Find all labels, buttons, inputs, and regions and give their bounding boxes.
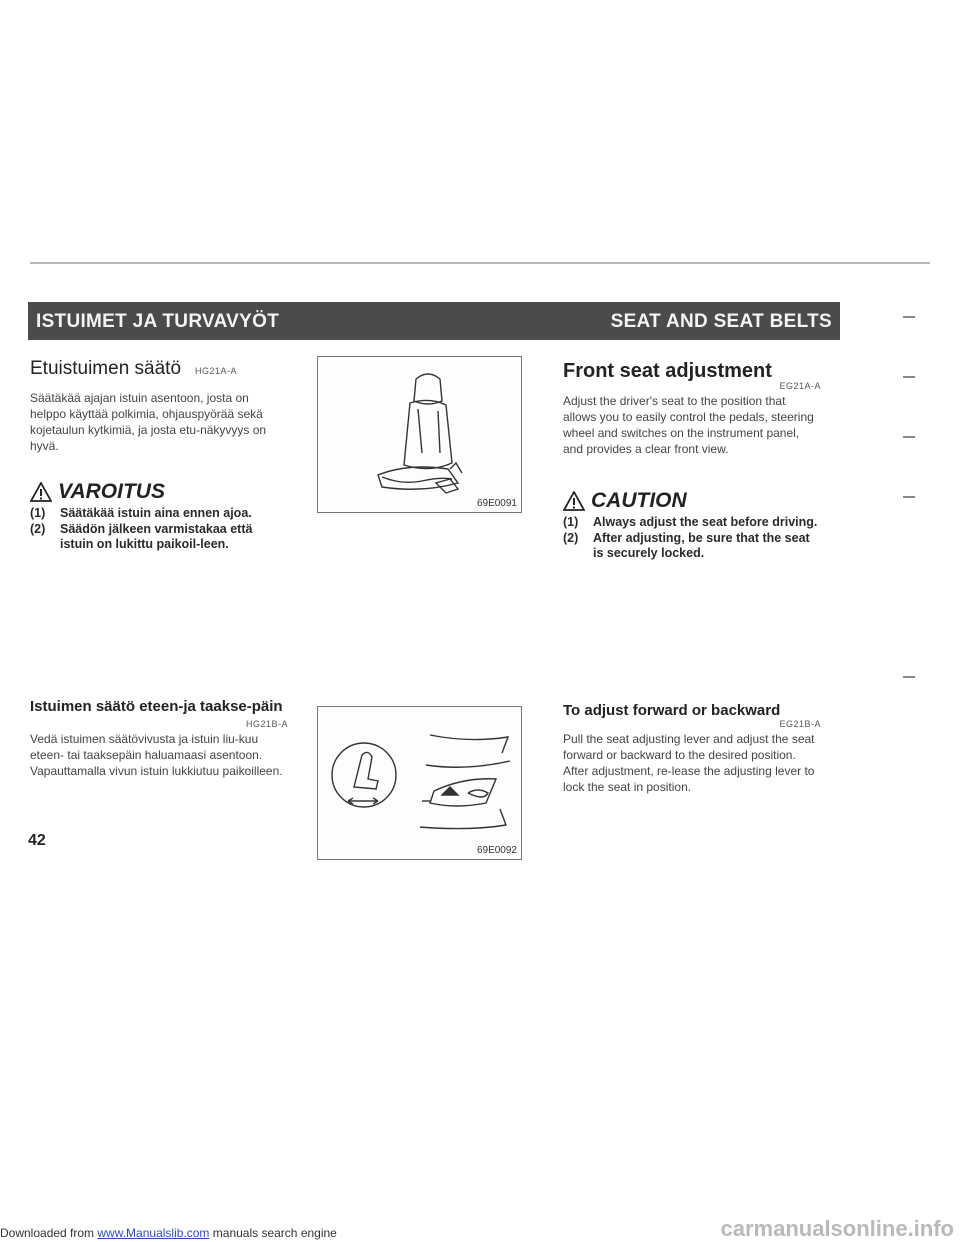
margin-mark	[903, 496, 915, 498]
en-subsection-title: To adjust forward or backward	[563, 702, 781, 719]
section-banner: ISTUIMET JA TURVAVYÖT SEAT AND SEAT BELT…	[28, 302, 840, 340]
seat-illustration-icon	[377, 373, 463, 494]
fi-subsection-code: HG21B-A	[245, 719, 288, 729]
fi-section-front-seat: Etuistuimen säätö HG21A-A Säätäkää ajaja…	[30, 358, 288, 553]
list-item: (1) Säätäkää istuin aina ennen ajoa.	[30, 506, 252, 520]
fi-section-title: Etuistuimen säätö	[30, 358, 182, 379]
fi-subsection-body: Vedä istuimen säätövivusta ja istuin liu…	[30, 732, 283, 778]
top-rule	[30, 262, 930, 264]
manualslib-link[interactable]: www.Manualslib.com	[97, 1226, 210, 1240]
en-section-title: Front seat adjustment	[563, 360, 772, 382]
banner-title-en: SEAT AND SEAT BELTS	[610, 311, 832, 332]
figure-label: 69E0091	[476, 498, 517, 509]
en-caution-title: CAUTION	[591, 489, 687, 512]
warning-triangle-icon	[30, 482, 52, 502]
en-caution-list: (1) Always adjust the seat before drivin…	[563, 515, 821, 562]
list-item: (2) After adjusting, be sure that the se…	[563, 530, 810, 561]
en-section-front-seat: Front seat adjustment EG21A-A Adjust the…	[563, 360, 821, 562]
figure-seat: 69E0091	[317, 356, 522, 513]
fi-section-code: HG21A-A	[195, 366, 238, 376]
warning-triangle-icon	[563, 491, 585, 511]
download-footer: Downloaded from www.Manualslib.com manua…	[0, 1226, 960, 1242]
page-number: 42	[28, 832, 46, 849]
en-subsection-body: Pull the seat adjusting lever and adjust…	[563, 732, 815, 794]
figure-label: 69E0092	[476, 845, 517, 856]
list-item: (1) Always adjust the seat before drivin…	[563, 515, 818, 529]
margin-mark	[903, 376, 915, 378]
margin-mark	[903, 676, 915, 678]
list-item: (2) Säädön jälkeen varmistakaa että istu…	[30, 521, 253, 552]
fi-warning-title: VAROITUS	[58, 480, 165, 503]
fi-warning-heading: VAROITUS	[30, 480, 288, 504]
fi-warning-list: (1) Säätäkää istuin aina ennen ajoa. (2)…	[30, 506, 288, 553]
seat-lever-illustration-icon	[331, 734, 511, 830]
fi-subsection-title: Istuimen säätö eteen-ja taakse-päin	[30, 698, 283, 715]
en-subsection-code: EG21B-A	[779, 719, 821, 729]
fi-section-forward-backward: Istuimen säätö eteen-ja taakse-päin HG21…	[30, 698, 288, 779]
en-section-forward-backward: To adjust forward or backward EG21B-A Pu…	[563, 702, 821, 795]
figure-seat-lever: 69E0092	[317, 706, 522, 860]
fi-section-body: Säätäkää ajajan istuin asentoon, josta o…	[30, 391, 267, 453]
margin-mark	[903, 436, 915, 438]
margin-mark	[903, 316, 915, 318]
watermark: carmanualsonline.info	[720, 1216, 955, 1241]
en-section-code: EG21A-A	[779, 381, 821, 391]
en-section-body: Adjust the driver's seat to the position…	[563, 394, 814, 456]
banner-title-fi: ISTUIMET JA TURVAVYÖT	[36, 311, 280, 332]
en-caution-heading: CAUTION	[563, 489, 821, 513]
